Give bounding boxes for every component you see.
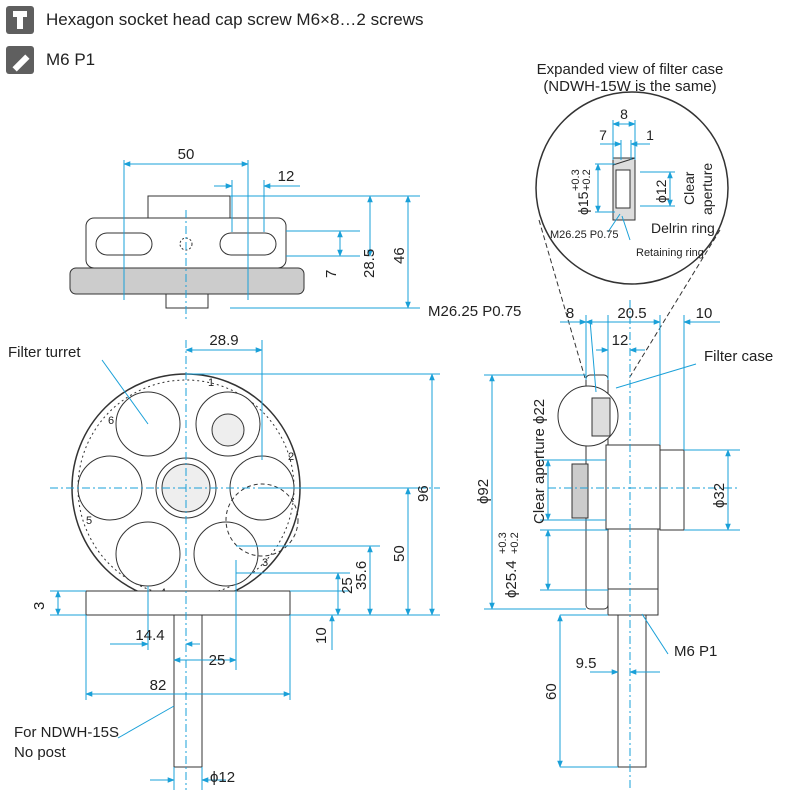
front-dim-35-6: 35.6 (353, 561, 370, 590)
top-dim-7: 7 (323, 270, 340, 278)
detail-leader-left (538, 219, 586, 379)
pos-2: 2 (288, 451, 294, 463)
side-clear-aperture: Clear aperture ϕ22 (531, 399, 548, 524)
detail-dim-1: 1 (646, 127, 654, 143)
side-dim-8: 8 (566, 305, 574, 322)
detail-delrin: Delrin ring (651, 220, 715, 236)
side-knob (571, 463, 589, 519)
detail-title-2: (NDWH-15W is the same) (543, 78, 716, 95)
side-dim-10: 10 (696, 305, 713, 322)
front-dim-10: 10 (313, 627, 330, 644)
side-dim-9-5: 9.5 (576, 655, 597, 672)
side-m6: M6 P1 (674, 643, 717, 660)
detail-phi15-tol-top: +0.3 (570, 169, 582, 191)
top-dim-28-5: 28.5 (361, 249, 378, 278)
pos-1: 1 (208, 377, 214, 389)
thread-note: M6 P1 (6, 46, 95, 74)
side-phi32: ϕ32 (711, 483, 728, 508)
detail-phi12: ϕ12 (653, 179, 669, 203)
detail-aperture: aperture (699, 163, 715, 215)
detail-dim-8: 8 (620, 106, 628, 122)
side-dim-20-5: 20.5 (617, 305, 646, 322)
pos-6: 6 (108, 415, 114, 427)
front-dim-14-4: 14.4 (135, 627, 164, 644)
top-dim-46: 46 (391, 247, 408, 264)
detail-clear: Clear (681, 171, 697, 205)
detail-phi15-tol-bot: +0.2 (581, 169, 593, 191)
side-dim-12: 12 (612, 332, 629, 349)
note-no-post: No post (14, 744, 67, 761)
front-post (173, 614, 203, 768)
front-dim-50: 50 (391, 545, 408, 562)
screw-note-text: Hexagon socket head cap screw M6×8…2 scr… (46, 10, 424, 29)
front-dim-82: 82 (150, 677, 167, 694)
filter-hole-4 (115, 521, 181, 587)
note-ndwh15s: For NDWH-15S (14, 724, 119, 741)
detail-phi15: ϕ15 (575, 191, 591, 215)
thread-note-text: M6 P1 (46, 50, 96, 69)
front-dim-25v: 25 (339, 577, 356, 594)
screw-note: Hexagon socket head cap screw M6×8…2 scr… (6, 6, 424, 34)
front-dim-3: 3 (31, 602, 48, 610)
filter-hole-3 (193, 521, 259, 587)
detail-view: Expanded view of filter case (NDWH-15W i… (535, 61, 729, 381)
detail-title-1: Expanded view of filter case (537, 61, 724, 78)
side-dim-60: 60 (543, 683, 560, 700)
detail-leader-right (627, 229, 721, 381)
detail-dim-7: 7 (599, 127, 607, 143)
top-dim-12: 12 (278, 168, 295, 185)
screw-icon (6, 6, 34, 34)
front-dim-phi12: ϕ12 (210, 769, 235, 786)
side-view: M26.25 P0.75 8 20.5 10 12 Filter case ϕ9… (428, 300, 773, 790)
top-knurl (69, 267, 305, 295)
pos-5: 5 (86, 515, 92, 527)
front-base (85, 590, 291, 616)
front-view: 1 2 3 4 5 6 (8, 332, 440, 790)
label-filter-case: Filter case (704, 348, 773, 365)
front-dim-96: 96 (415, 485, 432, 502)
front-dim-28-9: 28.9 (209, 332, 238, 349)
detail-thread: M26.25 P0.75 (550, 229, 619, 241)
detail-retaining: Retaining ring (636, 247, 704, 259)
side-phi92: ϕ92 (475, 479, 492, 504)
pos-3: 3 (262, 557, 268, 569)
label-filter-turret: Filter turret (8, 344, 81, 361)
tap-icon (6, 46, 34, 74)
front-dim-25h: 25 (209, 652, 226, 669)
side-thread: M26.25 P0.75 (428, 303, 521, 320)
top-dim-50: 50 (178, 146, 195, 163)
side-phi25-4-tol-top: +0.3 (497, 532, 509, 554)
side-phi25-4: ϕ25.4 (503, 560, 520, 598)
side-post (617, 614, 647, 768)
side-phi25-4-tol-bot: +0.2 (509, 532, 521, 554)
top-view: 50 12 7 28.5 46 (69, 146, 420, 320)
